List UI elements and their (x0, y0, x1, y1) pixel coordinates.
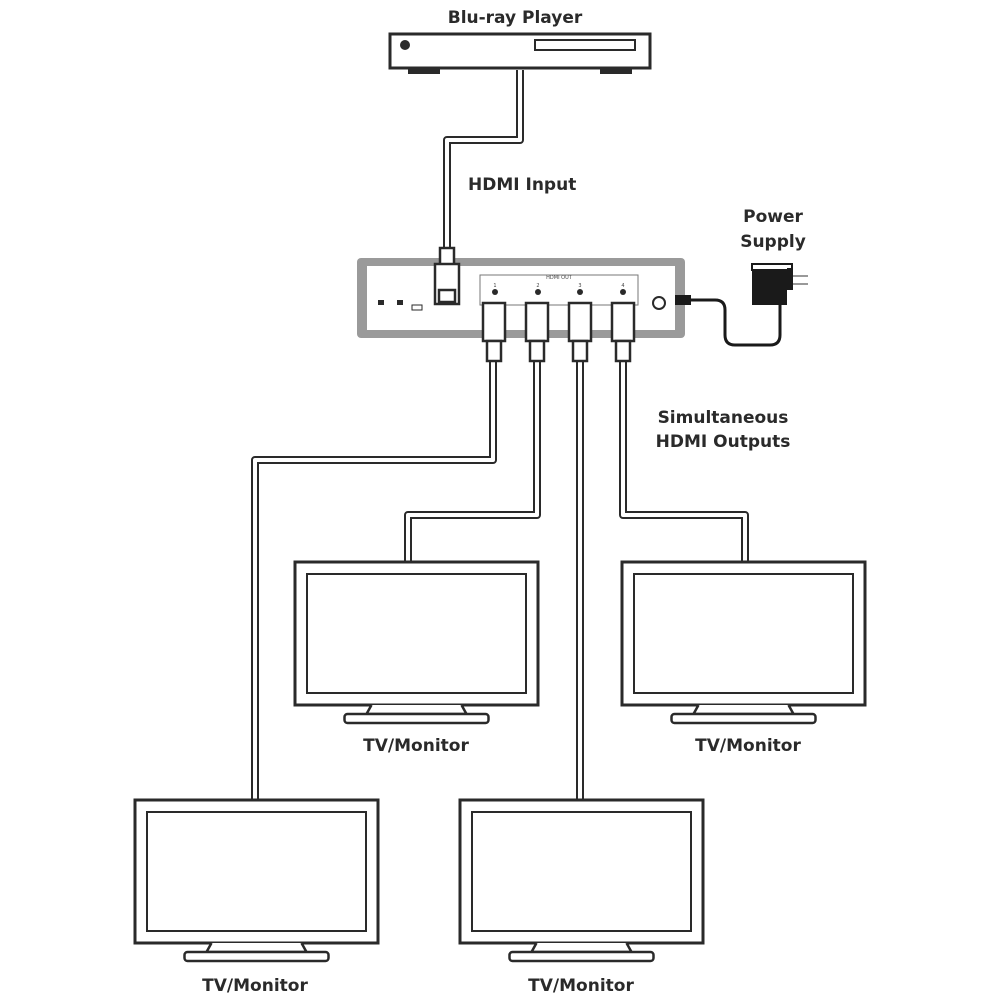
power-adapter (751, 263, 808, 305)
tv-label-1: TV/Monitor (363, 736, 469, 756)
hdmi-cables (251, 70, 782, 802)
power-label-2: Supply (740, 232, 806, 252)
port-2-label: 2 (536, 283, 539, 289)
tv-label-4: TV/Monitor (528, 976, 634, 996)
dc-jack (652, 296, 666, 310)
tv-monitor (293, 560, 540, 725)
hdmi-splitter: HDMI OUT 1 2 3 4 (357, 246, 691, 363)
tv-monitor (620, 560, 867, 725)
hdmi-input-label: HDMI Input (468, 175, 576, 195)
hdmi-output-connectors (481, 301, 636, 363)
port-3-label: 3 (578, 283, 581, 289)
tv-monitor (458, 798, 705, 963)
blu-ray-player (388, 32, 652, 74)
outputs-label-1: Simultaneous (658, 408, 789, 428)
port-4-label: 4 (621, 283, 624, 289)
tv-label-2: TV/Monitor (695, 736, 801, 756)
outputs-label-2: HDMI Outputs (656, 432, 791, 452)
power-label-1: Power (743, 207, 803, 227)
blu-ray-label: Blu-ray Player (448, 8, 583, 28)
tv-monitor (133, 798, 380, 963)
hdmi-out-label: HDMI OUT (546, 275, 573, 281)
port-1-label: 1 (493, 283, 496, 289)
tv-label-3: TV/Monitor (202, 976, 308, 996)
power-button-icon (400, 40, 410, 50)
hdmi-input-connector (433, 246, 461, 306)
disc-tray (534, 39, 636, 51)
